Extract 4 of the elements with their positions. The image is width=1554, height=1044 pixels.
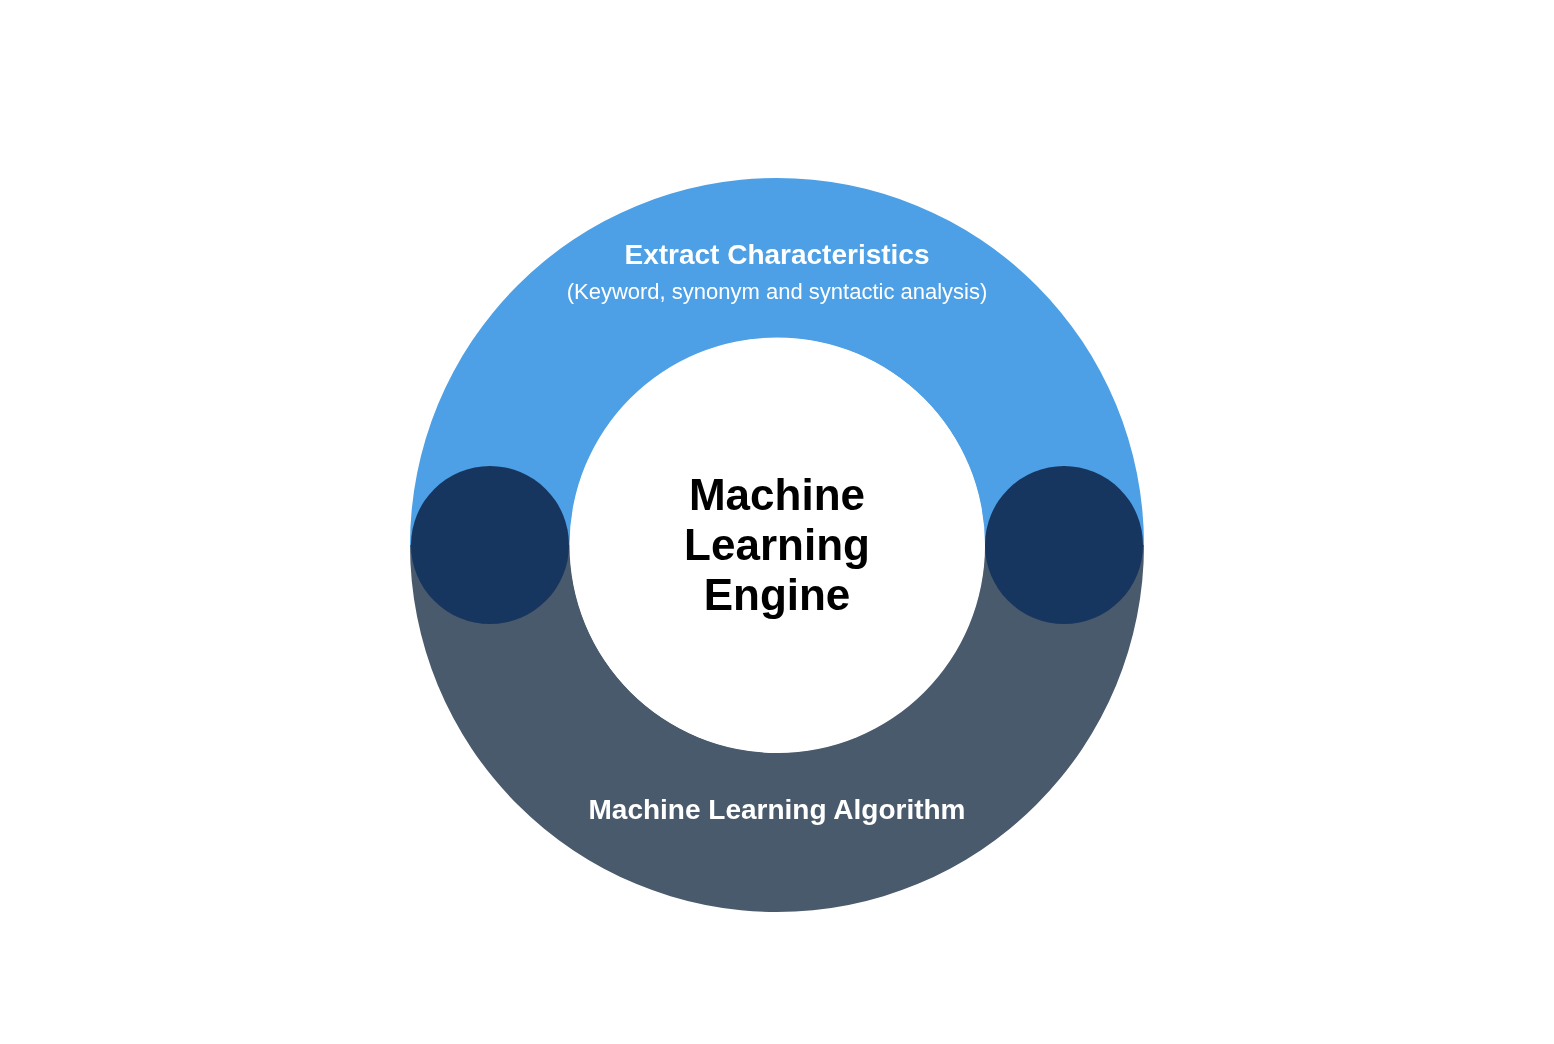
- segment-subtitle: (Keyword, synonym and syntactic analysis): [565, 279, 989, 305]
- segment-title: Machine Learning Algorithm: [587, 793, 967, 827]
- segment-title: Extract Characteristics: [623, 238, 931, 272]
- center-title: Machine Learning Engine: [683, 470, 871, 620]
